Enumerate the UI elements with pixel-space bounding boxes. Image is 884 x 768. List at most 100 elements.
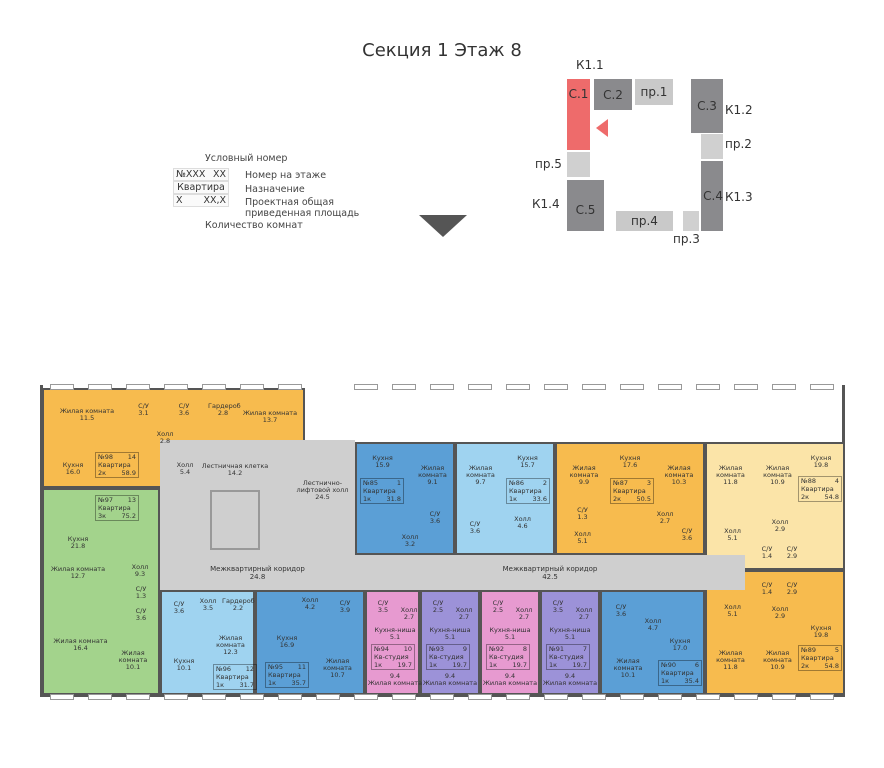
window	[126, 694, 150, 700]
window	[164, 694, 188, 700]
apartment-area: 19.7	[397, 661, 412, 669]
room-area: 19.8	[813, 631, 829, 639]
badge-row: №89 5	[801, 646, 839, 654]
apartment-type: Квартира	[363, 487, 396, 495]
core-area	[160, 440, 355, 555]
floor-number: 9	[462, 645, 467, 653]
apartment-number: №89	[801, 646, 817, 654]
window	[430, 384, 454, 390]
key-section-c2[interactable]: С.2	[594, 79, 632, 110]
window	[506, 384, 530, 390]
apartment-area: 33.6	[532, 495, 547, 503]
key-section-c3[interactable]: С.3	[691, 79, 723, 133]
key-passage-pr4[interactable]: пр.4	[616, 211, 673, 231]
room-name: С/У	[138, 401, 149, 410]
room-area: 13.7	[262, 416, 278, 424]
room-name: Кухня-ниша	[489, 626, 531, 634]
apartment-2[interactable]	[455, 442, 555, 555]
key-passage-pr2[interactable]	[701, 134, 723, 159]
floor-number: 4	[834, 477, 839, 485]
apartment-11[interactable]	[255, 590, 365, 695]
apartment-10[interactable]	[365, 590, 420, 695]
room-area: 2.9	[774, 612, 786, 620]
room-area: 4.2	[304, 603, 316, 611]
key-section-c4[interactable]: С.4	[701, 161, 723, 231]
window	[734, 694, 758, 700]
apartment-6[interactable]	[600, 590, 705, 695]
apartment-number: №90	[661, 661, 677, 669]
apartment-1[interactable]	[355, 442, 455, 555]
window	[734, 384, 758, 390]
room-area: 2.9	[786, 587, 798, 596]
key-passage-pr1[interactable]: пр.1	[635, 79, 673, 105]
window	[164, 384, 188, 390]
room-name: Жилая комната	[569, 463, 599, 479]
apartment-area: 19.7	[452, 661, 467, 669]
apartment-4[interactable]	[705, 442, 845, 570]
apartment-8[interactable]	[480, 590, 540, 695]
stair-icon	[210, 490, 260, 550]
room-name: Холл	[644, 616, 662, 625]
room-name: Гардероб	[222, 597, 255, 605]
window	[430, 694, 454, 700]
room-name: Жилая комната	[53, 637, 108, 645]
room-area: 10.9	[770, 662, 785, 671]
room-area: 9.4	[504, 672, 516, 680]
room-area: 10.1	[620, 670, 636, 679]
apartment-7[interactable]	[540, 590, 600, 695]
floor-number: 14	[127, 453, 136, 461]
window	[696, 694, 720, 700]
room-area: 2.7	[659, 517, 671, 525]
room-area: 9.7	[475, 477, 486, 486]
window	[544, 384, 568, 390]
room-area: 3.5	[377, 606, 389, 614]
key-section-c5[interactable]: С.5	[567, 180, 604, 231]
room-area: 12.3	[223, 648, 238, 656]
room-area: 5.1	[727, 609, 738, 618]
room-area: 9.4	[564, 672, 576, 680]
apartment-3[interactable]	[555, 442, 705, 555]
room-area: 16.4	[73, 644, 88, 652]
room-area: 3.9	[339, 605, 351, 614]
room-area: 2.8	[159, 437, 171, 445]
room-area: 3.1	[138, 408, 149, 417]
floor-number: 5	[834, 646, 839, 654]
legend-box-area: XX,X	[203, 195, 226, 206]
room-area: 16.0	[65, 468, 81, 476]
window	[544, 694, 568, 700]
apartment-number: №97	[98, 496, 114, 504]
apartment-9[interactable]	[420, 590, 480, 695]
key-section-c1[interactable]: С.1	[567, 79, 590, 150]
room-name: Жилая комната	[613, 656, 643, 672]
room-name: Жилая комната	[418, 463, 447, 479]
room-name: Жилая комната	[466, 463, 495, 479]
window	[278, 694, 302, 700]
room-area: 21.8	[70, 541, 86, 550]
key-passage-pr5[interactable]	[567, 152, 590, 177]
apartment-13[interactable]	[42, 488, 160, 695]
apartment-12[interactable]	[160, 590, 255, 695]
key-passage-pr3[interactable]	[683, 211, 699, 231]
room-area: 9.9	[578, 477, 590, 486]
